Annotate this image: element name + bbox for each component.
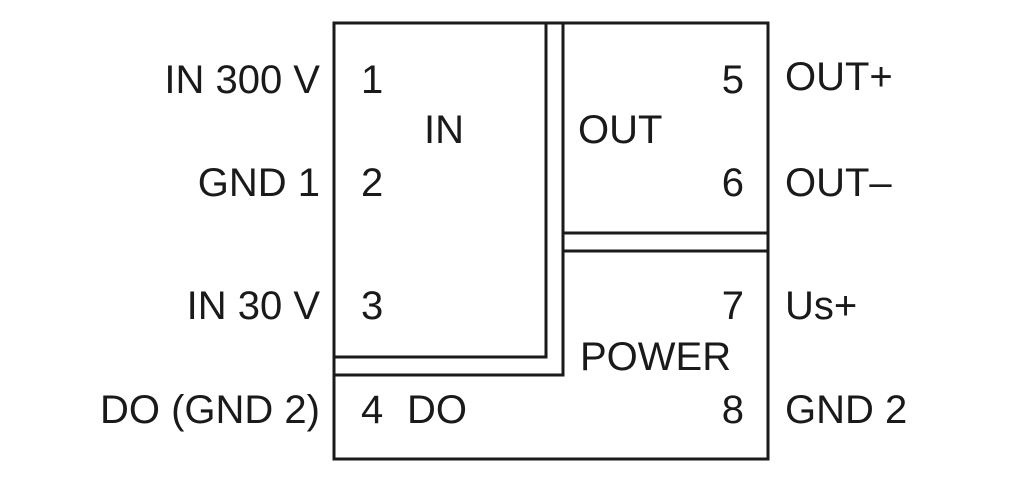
terminal-label-6: OUT– [785,161,892,205]
terminal-label-2: GND 1 [197,161,320,205]
terminal-label-8: GND 2 [785,388,908,432]
power-block [561,249,768,375]
terminal-label-1: IN 300 V [164,58,320,102]
pin-number-6: 6 [721,161,744,205]
pin-number-3: 3 [361,284,384,328]
pin-number-7: 7 [721,284,744,328]
out-block [561,21,770,235]
terminal-label-7: Us+ [785,284,858,328]
terminal-label-5: OUT+ [785,55,893,99]
pin-number-1: 1 [361,58,384,102]
out-block-label: OUT [578,108,663,152]
in-block [332,21,548,359]
terminal-label-3: IN 30 V [186,284,320,328]
pin-number-8: 8 [721,388,744,432]
power-block-label: POWER [580,335,732,379]
do-block-label: DO [407,388,467,432]
pin-number-4: 4 [361,388,384,432]
pin-number-5: 5 [721,58,744,102]
pin-number-2: 2 [361,161,384,205]
in-block-label: IN [424,108,464,152]
terminal-label-4: DO (GND 2) [100,388,320,432]
